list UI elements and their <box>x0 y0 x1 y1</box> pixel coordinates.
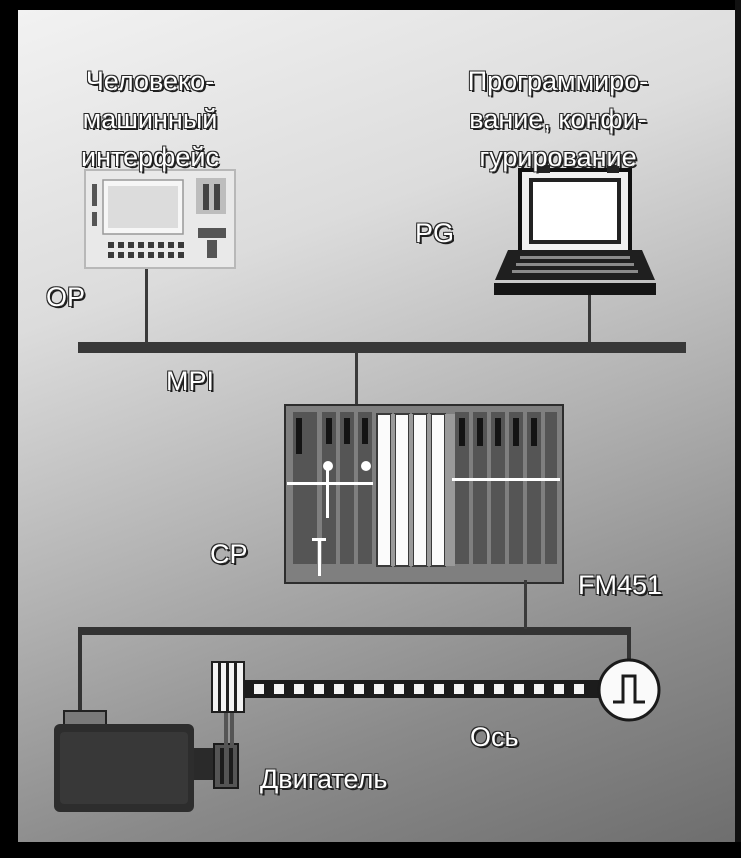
axis-screw-icon <box>244 680 602 698</box>
motor-drop-line <box>78 627 82 717</box>
axis-label: Ось <box>470 722 519 752</box>
frame-right <box>735 0 741 858</box>
frame-bottom <box>0 842 741 858</box>
drive-bus-line <box>78 627 631 635</box>
operator-panel-icon <box>84 169 236 269</box>
op-label: OP <box>46 282 86 312</box>
plc-rack-icon <box>284 404 564 584</box>
rack-drop-line <box>355 352 358 407</box>
programming-label-line-3: гурирование <box>479 142 637 172</box>
frame-left <box>0 0 18 858</box>
laptop-icon <box>494 165 656 295</box>
pulse-encoder-icon <box>597 658 661 722</box>
hmi-label-line-1: Человеко- <box>85 66 215 96</box>
motor-icon <box>54 710 239 812</box>
motor-label: Двигатель <box>260 764 388 794</box>
pg-label: PG <box>415 218 455 248</box>
hmi-label: Человеко- машинный интерфейс <box>60 62 240 176</box>
fm451-label: FM451 <box>578 570 663 600</box>
hmi-label-line-2: машинный <box>82 104 218 134</box>
pg-drop-line <box>588 295 591 344</box>
programming-label-line-1: Программиро- <box>467 66 649 96</box>
mpi-bus-line <box>78 342 686 353</box>
coupling-icon <box>211 661 245 713</box>
mpi-label: MPI <box>166 366 215 396</box>
op-drop-line <box>145 268 148 344</box>
fm451-drop-line <box>524 580 527 629</box>
cp-label: CP <box>210 539 248 569</box>
encoder-drop-line <box>627 627 631 659</box>
hmi-label-line-3: интерфейс <box>81 142 219 172</box>
programming-label: Программиро- вание, конфи- гурирование <box>438 62 678 176</box>
programming-label-line-2: вание, конфи- <box>469 104 647 134</box>
frame-top <box>0 0 741 10</box>
